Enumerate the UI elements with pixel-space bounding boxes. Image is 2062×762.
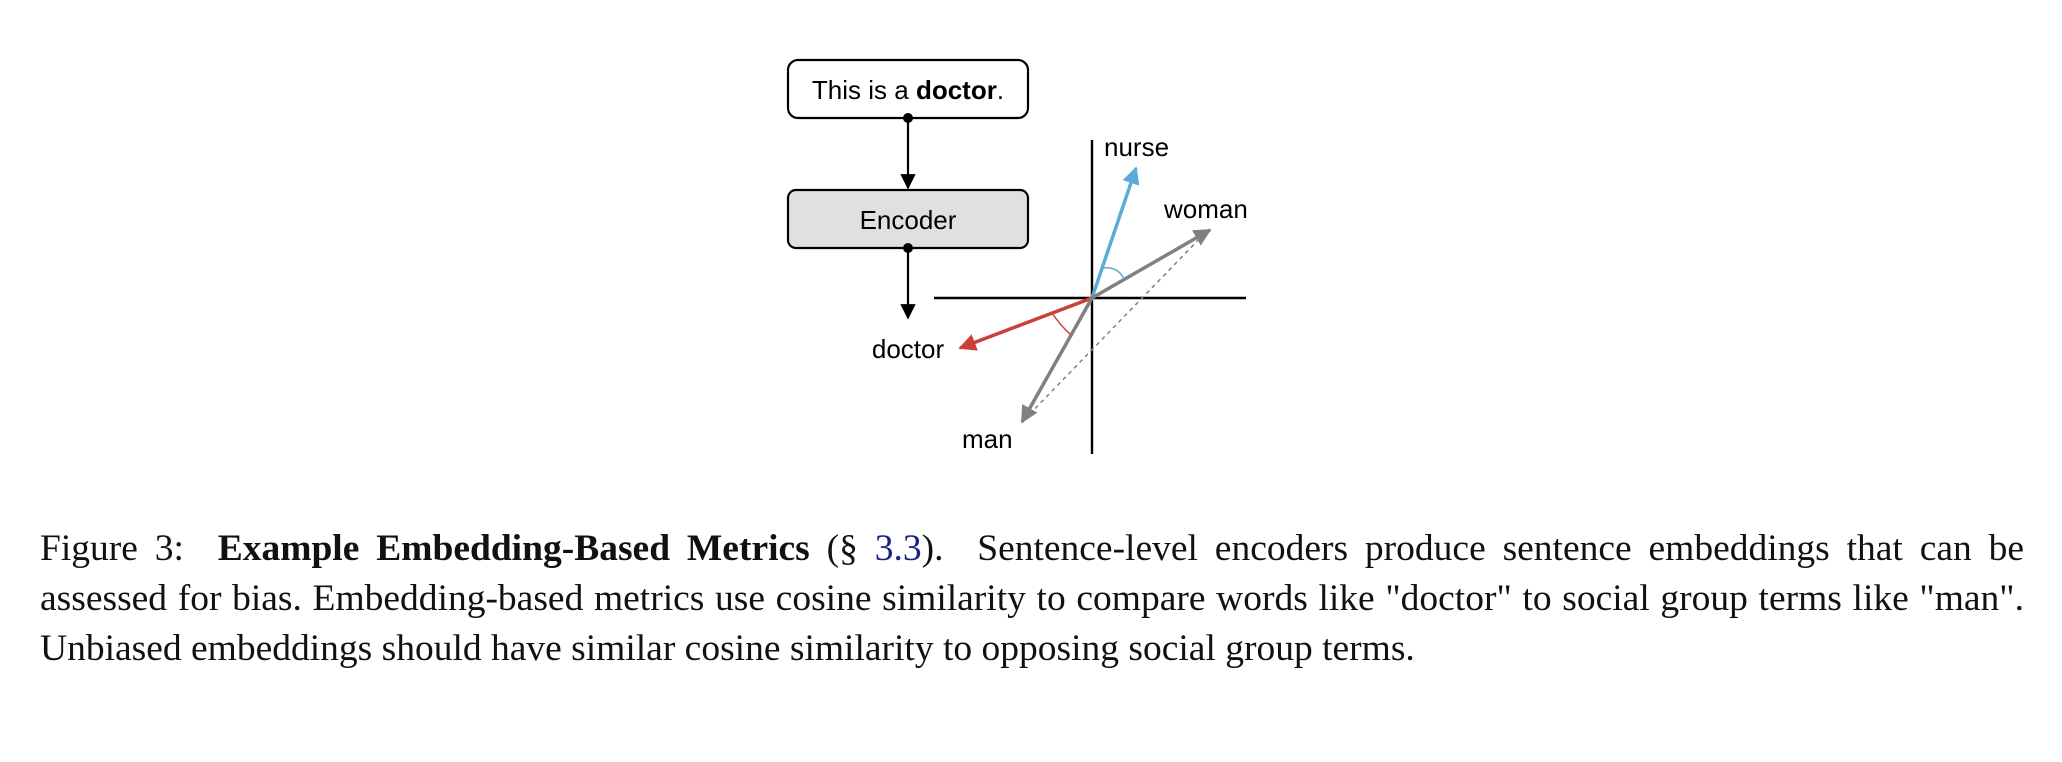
man-vector <box>1020 297 1094 424</box>
doctor-man-angle-arc <box>1051 312 1071 335</box>
man-label: man <box>962 424 1013 454</box>
caption-body: Sentence-level encoders produce sentence… <box>40 528 2025 669</box>
man-woman-dashed-line <box>1023 231 1207 421</box>
figure-label: Figure 3: <box>40 528 184 569</box>
caption-ref-close: ). <box>921 528 944 569</box>
nurse-vector <box>1090 166 1140 299</box>
encoder-label: Encoder <box>860 205 957 235</box>
input-sentence-box: This is a doctor. <box>786 58 1030 120</box>
caption-ref-open: (§ <box>826 528 875 569</box>
output-doctor-label: doctor <box>872 334 945 364</box>
arrow-to-encoder <box>900 113 916 190</box>
woman-label: woman <box>1163 194 1248 224</box>
nurse-label: nurse <box>1104 132 1169 162</box>
arrow-to-output <box>900 243 916 320</box>
nurse-woman-angle-arc <box>1101 266 1125 280</box>
woman-vector <box>1091 228 1212 300</box>
doctor-vector <box>958 296 1093 351</box>
section-ref-link[interactable]: 3.3 <box>874 528 922 569</box>
encoder-box: Encoder <box>786 188 1030 250</box>
caption-title: Example Embedding-Based Metrics <box>217 528 810 569</box>
figure-caption: Figure 3: Example Embedding-Based Metric… <box>40 524 2024 674</box>
embedding-diagram: This is a doctor. Encoder doctor nurse w… <box>786 58 1248 454</box>
input-sentence-text: This is a doctor. <box>812 75 1004 105</box>
